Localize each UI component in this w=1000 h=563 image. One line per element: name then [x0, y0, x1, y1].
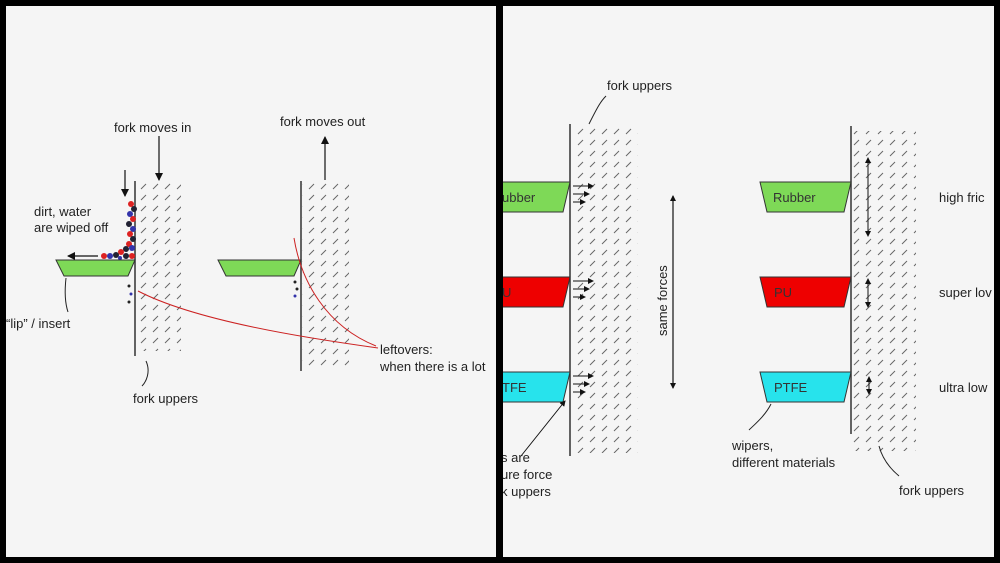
- wiper-pu-right: PU: [759, 276, 852, 308]
- caption-line-3: k uppers: [503, 484, 551, 499]
- wiper-lip-2: [217, 259, 302, 277]
- leftovers-label-1: leftovers:: [380, 342, 433, 357]
- wipers-label-1: wipers,: [731, 438, 773, 453]
- friction-label-high: high fric: [939, 190, 985, 205]
- wiper-rubber-left: ubber: [503, 181, 571, 213]
- wiper-rubber-left-label: ubber: [503, 190, 536, 205]
- caption-line-2: ure force: [503, 467, 552, 482]
- fork-moves-out-label: fork moves out: [280, 114, 366, 129]
- fork-uppers-pointer-bottom: [878, 445, 900, 477]
- wiper-rubber-right: Rubber: [759, 181, 852, 213]
- wiper-pu-left-label: U: [503, 285, 511, 300]
- dirt-label-1: dirt, water: [34, 204, 92, 219]
- fork-uppers-pointer: [141, 360, 149, 387]
- wiper-ptfe-left: TFE: [503, 371, 571, 403]
- wiper-pu-right-label: PU: [774, 285, 792, 300]
- lip-label: “lip” / insert: [6, 316, 71, 331]
- wiper-pu-left: U: [503, 276, 571, 308]
- leftover-pointer-1: [137, 290, 379, 349]
- left-panel: fork moves in: [6, 6, 496, 557]
- fork-uppers-pointer-top: [588, 95, 607, 125]
- leftover-pointer-2: [293, 237, 377, 347]
- pressure-arrows: [573, 183, 594, 395]
- fork-uppers-top-label: fork uppers: [607, 78, 673, 93]
- wiper-ptfe-right-label: PTFE: [774, 380, 808, 395]
- same-forces-label: same forces: [655, 265, 670, 336]
- right-panel: fork uppers ubber U TFE same fo: [503, 6, 994, 557]
- dirt-particles: [101, 201, 137, 304]
- wiper-ptfe-left-label: TFE: [503, 380, 527, 395]
- lip-pointer: [64, 277, 69, 313]
- fork-tube-hatch-right: [853, 131, 916, 451]
- fork-moves-in-label: fork moves in: [114, 120, 191, 135]
- dirt-label-2: are wiped off: [34, 220, 109, 235]
- leftover-particles: [293, 280, 299, 298]
- wipers-pointer: [748, 403, 772, 431]
- wiper-lip-1: [55, 259, 136, 277]
- wiping-diagram: fork moves in: [6, 114, 486, 406]
- fork-tube-hatch-left: [572, 128, 638, 453]
- friction-label-super-low: super lov: [939, 285, 992, 300]
- caption-line-1: s are: [503, 450, 530, 465]
- wiper-rubber-right-label: Rubber: [773, 190, 816, 205]
- fork-tube-hatch-2: [302, 181, 349, 366]
- wiper-ptfe-right: PTFE: [759, 371, 852, 403]
- caption-pointer: [520, 400, 566, 457]
- leftovers-label-2: when there is a lot: [379, 359, 486, 374]
- fork-uppers-bottom-label: fork uppers: [899, 483, 965, 498]
- friction-diagram: fork uppers ubber U TFE same fo: [503, 78, 992, 499]
- friction-label-ultra-low: ultra low: [939, 380, 988, 395]
- wipers-label-2: different materials: [732, 455, 836, 470]
- fork-tube-hatch: [136, 181, 181, 351]
- fork-uppers-label: fork uppers: [133, 391, 199, 406]
